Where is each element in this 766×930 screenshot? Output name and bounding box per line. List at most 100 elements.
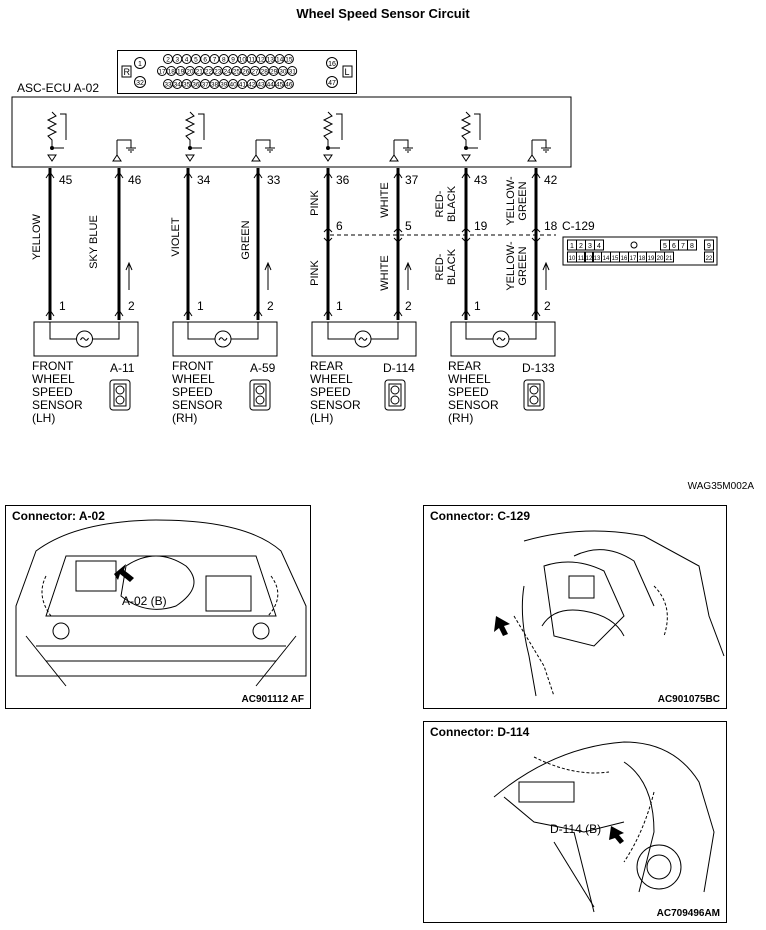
ecu-pin-number: 24	[223, 69, 231, 76]
c129-pin-cell	[576, 251, 586, 263]
sine-wave-icon	[218, 337, 228, 341]
ecu-pin-number: 38	[211, 82, 219, 89]
wiring-schematic	[11, 96, 572, 357]
sensor-rhf-pin-2: 2	[267, 299, 274, 313]
ground-icon	[265, 147, 275, 153]
panel-a02-title: Connector: A-02	[12, 509, 105, 523]
ecu-pin-number: 9	[231, 57, 235, 64]
sensor-box	[172, 321, 278, 357]
c129-pin-number: 4	[597, 243, 601, 250]
ecu-pin-number: 6	[203, 57, 207, 64]
panel-d114-code: AC709496AM	[656, 908, 720, 919]
ecu-pin-number: 32	[136, 80, 144, 87]
ecu-pin-number: 25	[233, 69, 241, 76]
sensor-coil-icon	[76, 330, 93, 348]
ecu-pin-number: 20	[186, 69, 194, 76]
c129-pin-cell	[704, 239, 714, 251]
wire-color-42-lower: YELLOW-GREEN	[505, 241, 529, 291]
engine-bay-illustration	[15, 519, 307, 687]
sensor-code-a59: A-59	[250, 361, 276, 375]
c129-pin-19: 19	[474, 219, 488, 233]
sensor-rhr-pin-1: 1	[474, 299, 481, 313]
ecu-trace	[336, 113, 343, 140]
ecu-pin-36: 36	[336, 173, 350, 187]
terminal-chevron-icon	[45, 171, 55, 179]
c129-pin-number: 15	[612, 256, 619, 262]
ecu-trace	[60, 113, 67, 140]
ecu-pin-number: 13	[267, 57, 275, 64]
ecu-pin-number: 27	[251, 69, 259, 76]
ecu-pin-number: 41	[239, 82, 247, 89]
ecu-pin-number: 35	[183, 82, 191, 89]
ecu-pin-circle	[287, 66, 298, 76]
terminal-chevron-icon	[183, 309, 193, 317]
wire-color-33: GREEN	[240, 220, 252, 260]
panel-d114-callout: D-114 (B)	[550, 822, 602, 836]
terminal-chevron-icon	[393, 309, 403, 317]
sensor-box	[33, 321, 139, 357]
wire-color-34: VIOLET	[170, 217, 182, 257]
wire-color-36-upper: PINK	[309, 190, 321, 216]
ecu-pin-circle	[283, 79, 294, 89]
ecu-label: ASC-ECU A-02	[17, 81, 100, 95]
ecu-pin-number: 36	[192, 82, 200, 89]
ecu-pin-number: 16	[328, 61, 336, 68]
ecu-pin-number: 42	[248, 82, 256, 89]
ecu-pin-number: 18	[168, 69, 176, 76]
panel-c129-code: AC901075BC	[657, 694, 720, 705]
ecu-pin-number: 26	[242, 69, 250, 76]
sensor-lhr-pin-2: 2	[405, 299, 412, 313]
connector-a11-icon	[109, 379, 131, 411]
terminal-chevron-icon	[183, 171, 193, 179]
signal-arrowhead-icon	[404, 261, 412, 271]
c129-pin-cell	[594, 239, 604, 251]
arrow-icon	[114, 564, 134, 582]
ecu-pin-number: 22	[205, 69, 213, 76]
terminal-chevron-icon	[531, 171, 541, 179]
ecu-pin-43: 43	[474, 173, 488, 187]
ecu-pin-number: 30	[279, 69, 287, 76]
panel-connector-c129: Connector: C-129 AC901075BC	[423, 505, 727, 709]
c129-pin-number: 16	[621, 256, 628, 262]
connector-d133-icon	[523, 379, 545, 411]
wire-color-46-text: SKY BLUE	[88, 215, 100, 269]
signal-arrowhead-icon	[542, 261, 550, 271]
sensor-trace	[509, 322, 537, 340]
sensor-trace	[49, 322, 77, 340]
sine-wave-icon	[80, 337, 89, 341]
sensor-name-front-rh: FRONT WHEEL SPEED SENSOR (RH)	[172, 359, 223, 425]
ecu-pin-number: 11	[248, 57, 255, 64]
ecu-pin-number: 1	[138, 61, 142, 68]
sensor-box	[450, 321, 556, 357]
terminal-chevron-icon	[531, 309, 541, 317]
c129-pin-number: 5	[663, 243, 667, 250]
ecu-box	[11, 96, 572, 168]
ecu-pin-number: 33	[164, 82, 172, 89]
c129-pin-cell	[704, 251, 714, 263]
wire-color-37-lower: WHITE	[379, 255, 391, 291]
connector-a59-icon	[249, 379, 271, 411]
ecu-right-mark-box	[342, 65, 353, 78]
arrow-icon	[609, 826, 624, 844]
ecu-pin-number: 2	[166, 57, 170, 64]
terminal-chevron-icon	[461, 309, 471, 317]
sensor-rhf-pin-1: 1	[197, 299, 204, 313]
ecu-trace	[394, 139, 409, 148]
sensor-trace	[371, 322, 399, 340]
sensor-rhr-pin-2: 2	[544, 299, 551, 313]
c129-outline	[562, 236, 718, 266]
ecu-pin-number: 47	[328, 80, 336, 87]
ecu-pin-circle	[134, 76, 146, 88]
c129-pin-number: 13	[594, 256, 601, 262]
sensor-code-d133: D-133	[522, 361, 555, 375]
ecu-pin-circle	[283, 54, 294, 64]
ecu-pin-number: 17	[158, 69, 166, 76]
input-triangle-icon	[185, 154, 195, 162]
arrow-icon	[494, 616, 510, 636]
ecu-pin-number: 19	[177, 69, 185, 76]
terminal-chevron-icon	[393, 171, 403, 179]
c129-pin-number: 19	[648, 256, 655, 262]
